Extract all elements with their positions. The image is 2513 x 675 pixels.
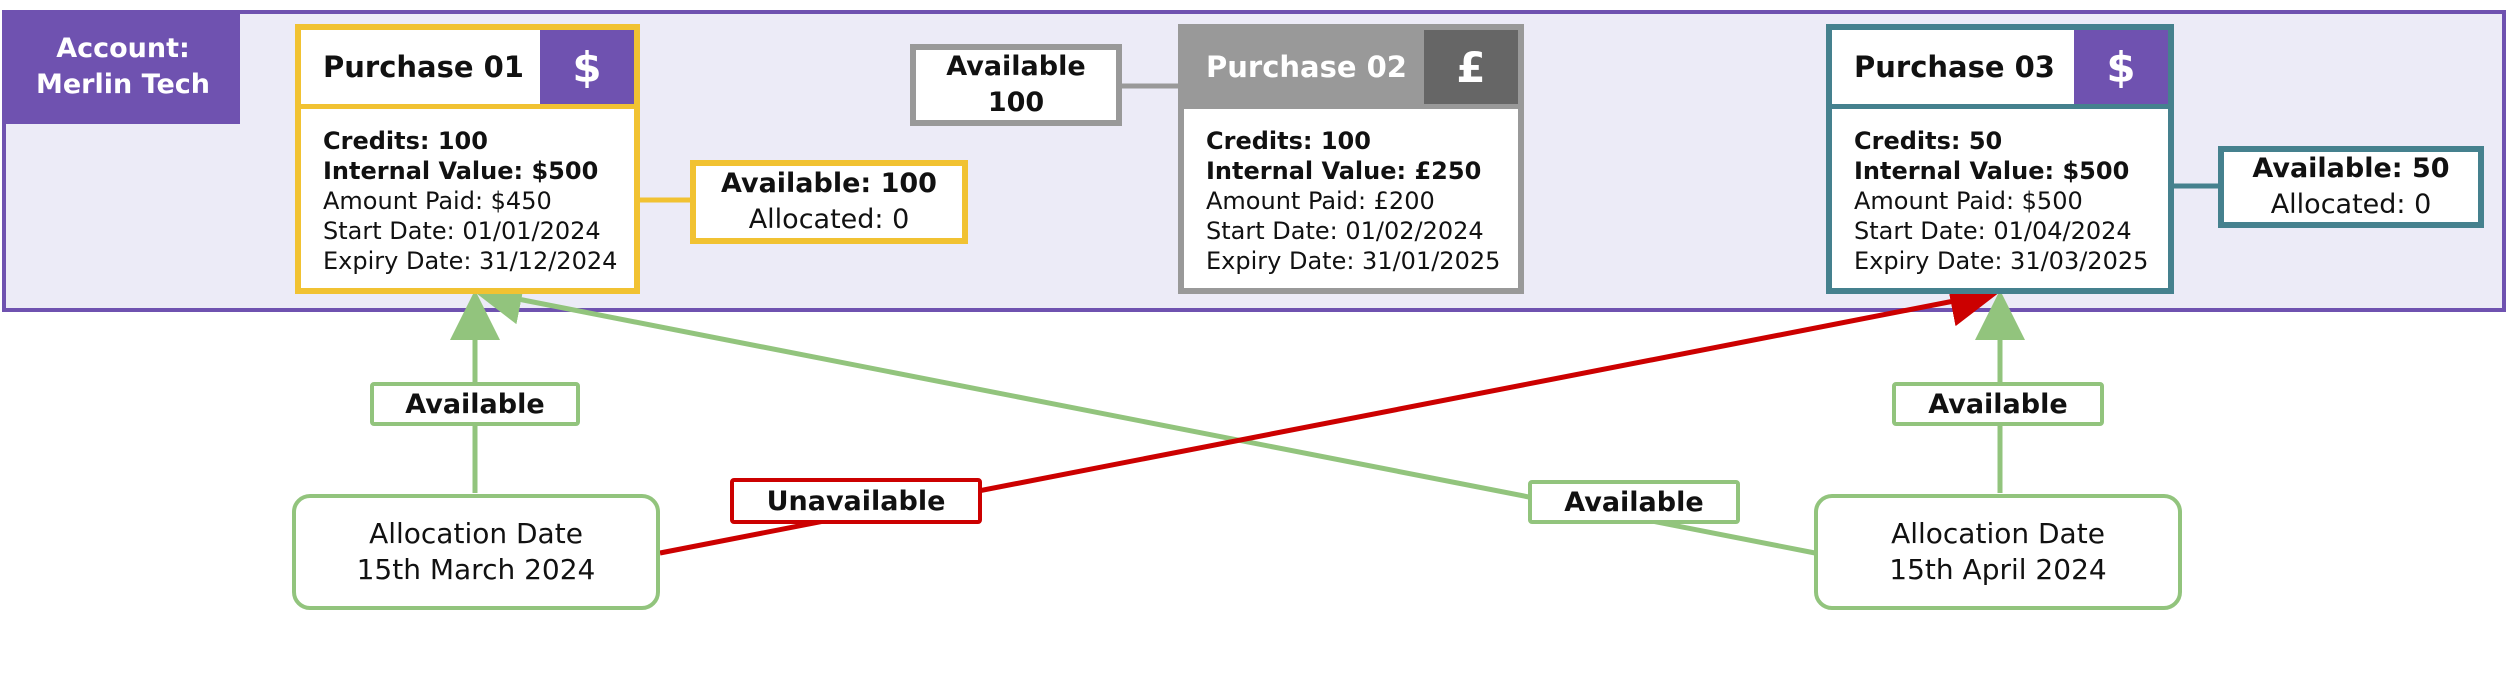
allocation-date: 15th April 2024 [1889,553,2107,586]
purchase-title-02: Purchase 02 [1184,30,1436,104]
purchase-amount-paid: Amount Paid: $450 [323,187,552,215]
allocation-line1: Allocation Date [1891,517,2105,550]
availability-box-03: Available: 50 Allocated: 0 [2218,146,2484,228]
availability-box-02: Available 100 [910,44,1122,126]
purchase-title-03: Purchase 03 [1854,50,2055,84]
purchase-details-03: Credits: 50 Internal Value: $500 Amount … [1854,126,2148,276]
purchase-card-03: Purchase 03 $ Credits: 50 Internal Value… [1826,24,2174,294]
availability-line1: Available [946,51,1086,82]
purchase-card-02: Purchase 02 £ Credits: 100 Internal Valu… [1178,24,1524,294]
purchase-details-01: Credits: 100 Internal Value: $500 Amount… [323,126,617,276]
purchase-credits: Credits: 100 [1206,127,1371,155]
account-label-line1: Account: [56,33,190,64]
purchase-start-date: Start Date: 01/01/2024 [323,217,601,245]
account-label: Account: Merlin Tech [6,10,240,124]
purchase-header-divider [301,104,634,109]
purchase-expiry-date: Expiry Date: 31/03/2025 [1854,247,2149,275]
purchase-credits: Credits: 100 [323,127,488,155]
availability-line1: Available: 100 [721,168,937,199]
allocation-node-march: Allocation Date 15th March 2024 [292,494,660,610]
purchase-card-01: Purchase 01 $ Credits: 100 Internal Valu… [295,24,640,294]
availability-line2: Allocated: 0 [2270,189,2432,220]
purchase-header-divider [1832,104,2168,109]
pound-icon: £ [1424,30,1518,104]
edge-label-april-to-p3: Available [1892,382,2104,426]
allocation-node-april: Allocation Date 15th April 2024 [1814,494,2182,610]
availability-line2: Allocated: 0 [748,204,910,235]
allocation-date: 15th March 2024 [356,553,596,586]
purchase-internal-value: Internal Value: $500 [1854,157,2130,185]
edge-label-march-to-p1: Available [370,382,580,426]
dollar-icon: $ [540,30,634,104]
availability-line2: 100 [987,87,1045,118]
purchase-details-02: Credits: 100 Internal Value: £250 Amount… [1206,126,1500,276]
availability-box-01: Available: 100 Allocated: 0 [690,160,968,244]
edge-label-march-to-p3: Unavailable [730,478,982,524]
dollar-icon: $ [2074,30,2168,104]
purchase-start-date: Start Date: 01/02/2024 [1206,217,1484,245]
purchase-internal-value: Internal Value: $500 [323,157,599,185]
account-name: Merlin Tech [36,69,210,100]
edge-label-april-to-p1: Available [1528,480,1740,524]
purchase-title-01: Purchase 01 [323,50,524,84]
purchase-credits: Credits: 50 [1854,127,2003,155]
purchase-amount-paid: Amount Paid: £200 [1206,187,1435,215]
purchase-amount-paid: Amount Paid: $500 [1854,187,2083,215]
purchase-expiry-date: Expiry Date: 31/01/2025 [1206,247,1501,275]
purchase-expiry-date: Expiry Date: 31/12/2024 [323,247,618,275]
purchase-start-date: Start Date: 01/04/2024 [1854,217,2132,245]
availability-line1: Available: 50 [2252,153,2450,184]
purchase-header-divider [1184,104,1518,109]
allocation-line1: Allocation Date [369,517,583,550]
purchase-internal-value: Internal Value: £250 [1206,157,1482,185]
